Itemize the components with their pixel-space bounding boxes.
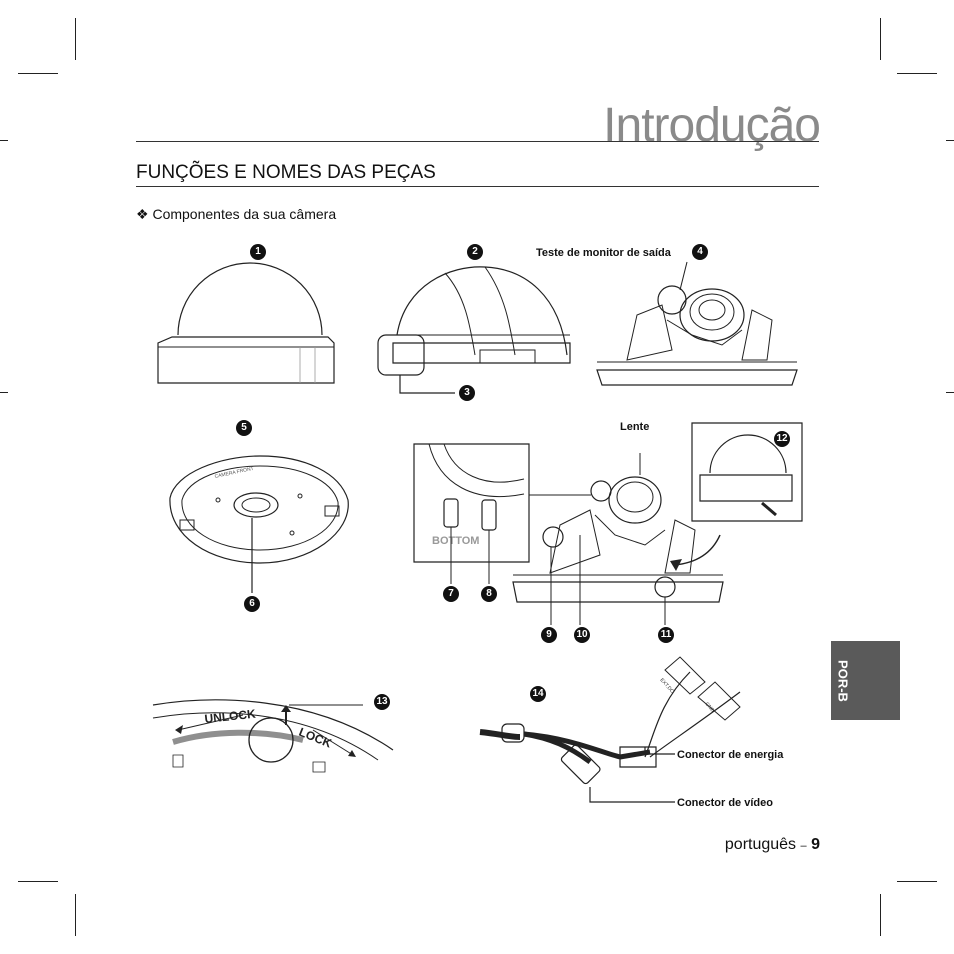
unlock-text: UNLOCK	[204, 707, 257, 726]
dome-shield-illustration	[375, 255, 580, 400]
closeup-illustration: BOTTOM	[414, 444, 529, 562]
callout-9: 9	[541, 627, 557, 643]
base-plate-illustration: CAMERA FRONT	[160, 438, 355, 573]
page-title: Introdução	[603, 99, 821, 152]
crop-mark	[946, 140, 954, 141]
crop-mark	[880, 18, 881, 60]
subheading: ❖ Componentes da sua câmera	[136, 206, 336, 223]
power-connector-label: Conector de energia	[677, 749, 784, 761]
footer-separator: –	[800, 840, 807, 852]
cable-illustration: EXT.DC GND	[480, 652, 750, 807]
crop-mark	[18, 73, 58, 74]
callout-10: 10	[574, 627, 590, 643]
gnd-text: GND	[704, 701, 716, 714]
callout-3: 3	[459, 385, 475, 401]
crop-mark	[946, 392, 954, 393]
crop-mark	[0, 140, 8, 141]
dome-closeup-illustration	[670, 423, 802, 571]
callout-7: 7	[443, 586, 459, 602]
crop-mark	[897, 881, 937, 882]
title-rule	[136, 141, 819, 142]
callout-2: 2	[467, 244, 483, 260]
callout-6: 6	[244, 596, 260, 612]
section-rule	[136, 186, 819, 187]
crop-mark	[0, 392, 8, 393]
output-monitor-test-label: Teste de monitor de saída	[536, 247, 671, 259]
crop-mark	[75, 18, 76, 60]
section-heading: FUNÇÕES E NOMES DAS PEÇAS	[136, 162, 436, 183]
video-connector-label: Conector de vídeo	[677, 797, 773, 809]
lens-label: Lente	[620, 421, 650, 433]
callout-13: 13	[374, 694, 390, 710]
lock-ring-illustration: UNLOCK LOCK	[153, 690, 393, 780]
bullet-icon: ❖	[136, 206, 149, 222]
page-number: 9	[811, 836, 820, 853]
subheading-text: Componentes da sua câmera	[152, 206, 337, 222]
crop-mark	[18, 881, 58, 882]
camera-internal-illustration	[592, 260, 802, 390]
dome-cover-illustration	[150, 255, 350, 390]
callout-4: 4	[692, 244, 708, 260]
page-footer: português – 9	[725, 836, 820, 854]
crop-mark	[897, 73, 937, 74]
callout-5: 5	[236, 420, 252, 436]
crop-mark	[880, 894, 881, 936]
callout-11: 11	[658, 627, 674, 643]
crop-mark	[75, 894, 76, 936]
callout-14: 14	[530, 686, 546, 702]
callout-12: 12	[774, 431, 790, 447]
ext-dc-text: EXT.DC	[659, 677, 676, 695]
callout-1: 1	[250, 244, 266, 260]
footer-language: português	[724, 836, 797, 853]
callout-8: 8	[481, 586, 497, 602]
language-side-tab: POR-B	[831, 641, 900, 720]
camera-lens-illustration	[505, 445, 727, 610]
side-tab-label: POR-B	[835, 660, 851, 702]
bottom-text: BOTTOM	[432, 535, 479, 547]
